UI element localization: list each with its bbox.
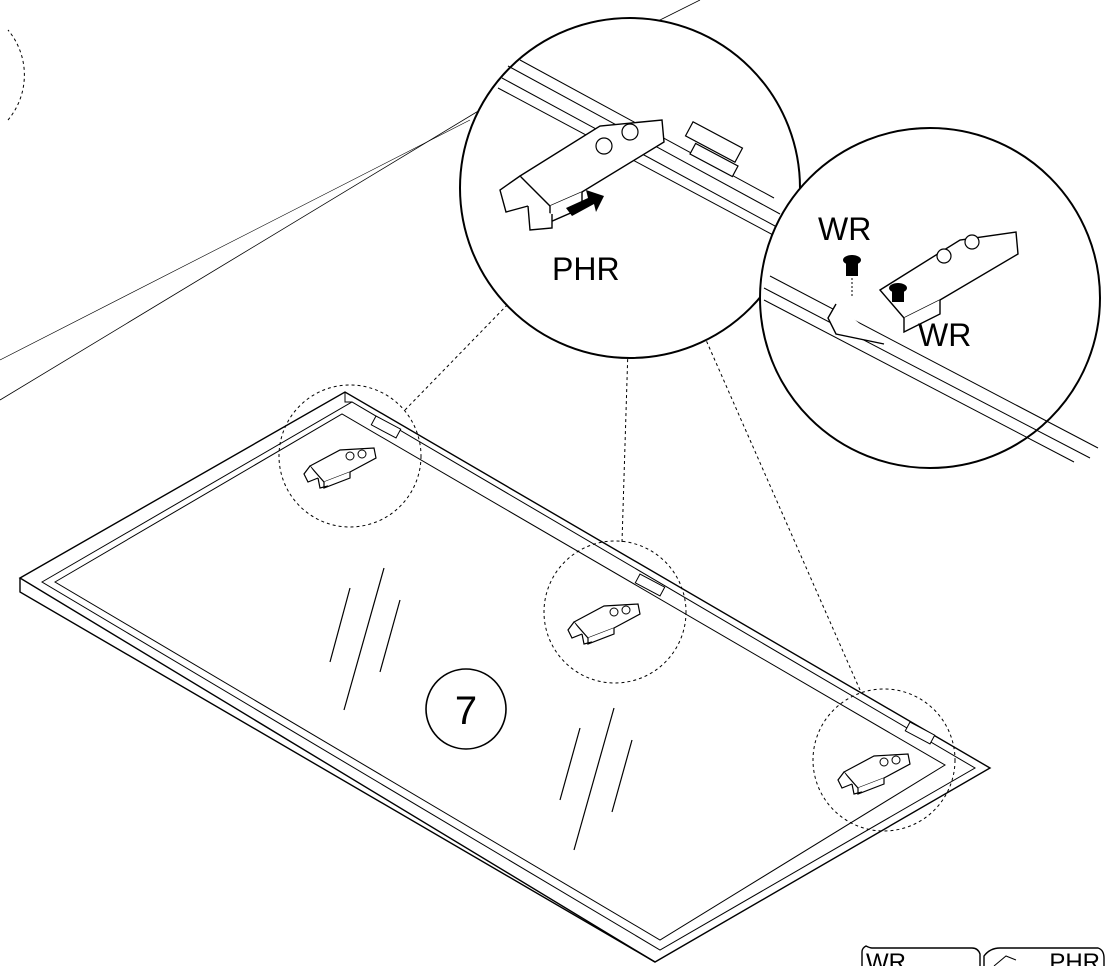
detail-circle-middle bbox=[543, 540, 687, 684]
step-number: 7 bbox=[455, 689, 477, 733]
detail-view-wr: WR WR bbox=[759, 127, 1101, 469]
background-plane-line-2 bbox=[0, 119, 471, 361]
detail-callouts bbox=[278, 299, 956, 832]
hinge-right bbox=[837, 721, 936, 795]
label-wr-top: WR bbox=[818, 211, 871, 247]
leader-line-2 bbox=[621, 347, 629, 543]
label-phr: PHR bbox=[552, 251, 620, 287]
parts-legend: WR PHR bbox=[861, 945, 1105, 971]
label-wr-bottom: WR bbox=[918, 317, 971, 353]
detail-circle-left bbox=[278, 384, 422, 528]
legend-label-phr: PHR bbox=[1049, 949, 1100, 966]
screw-icon bbox=[843, 255, 907, 302]
legend-label-wr: WR bbox=[866, 949, 906, 966]
step-number-badge: 7 bbox=[425, 668, 507, 750]
leader-line-3 bbox=[705, 339, 861, 691]
leader-line-1 bbox=[404, 299, 513, 411]
door-panel bbox=[18, 391, 992, 963]
hinge-icon bbox=[993, 955, 1017, 967]
detail-circle-right bbox=[812, 688, 956, 832]
detail-view-phr: PHR bbox=[459, 17, 801, 359]
glass-reflection-marks bbox=[329, 567, 633, 851]
arrow-right-icon bbox=[566, 190, 604, 216]
hinge-middle bbox=[567, 573, 666, 645]
hinge-left bbox=[303, 415, 402, 489]
partial-detail-circle bbox=[7, 29, 25, 121]
